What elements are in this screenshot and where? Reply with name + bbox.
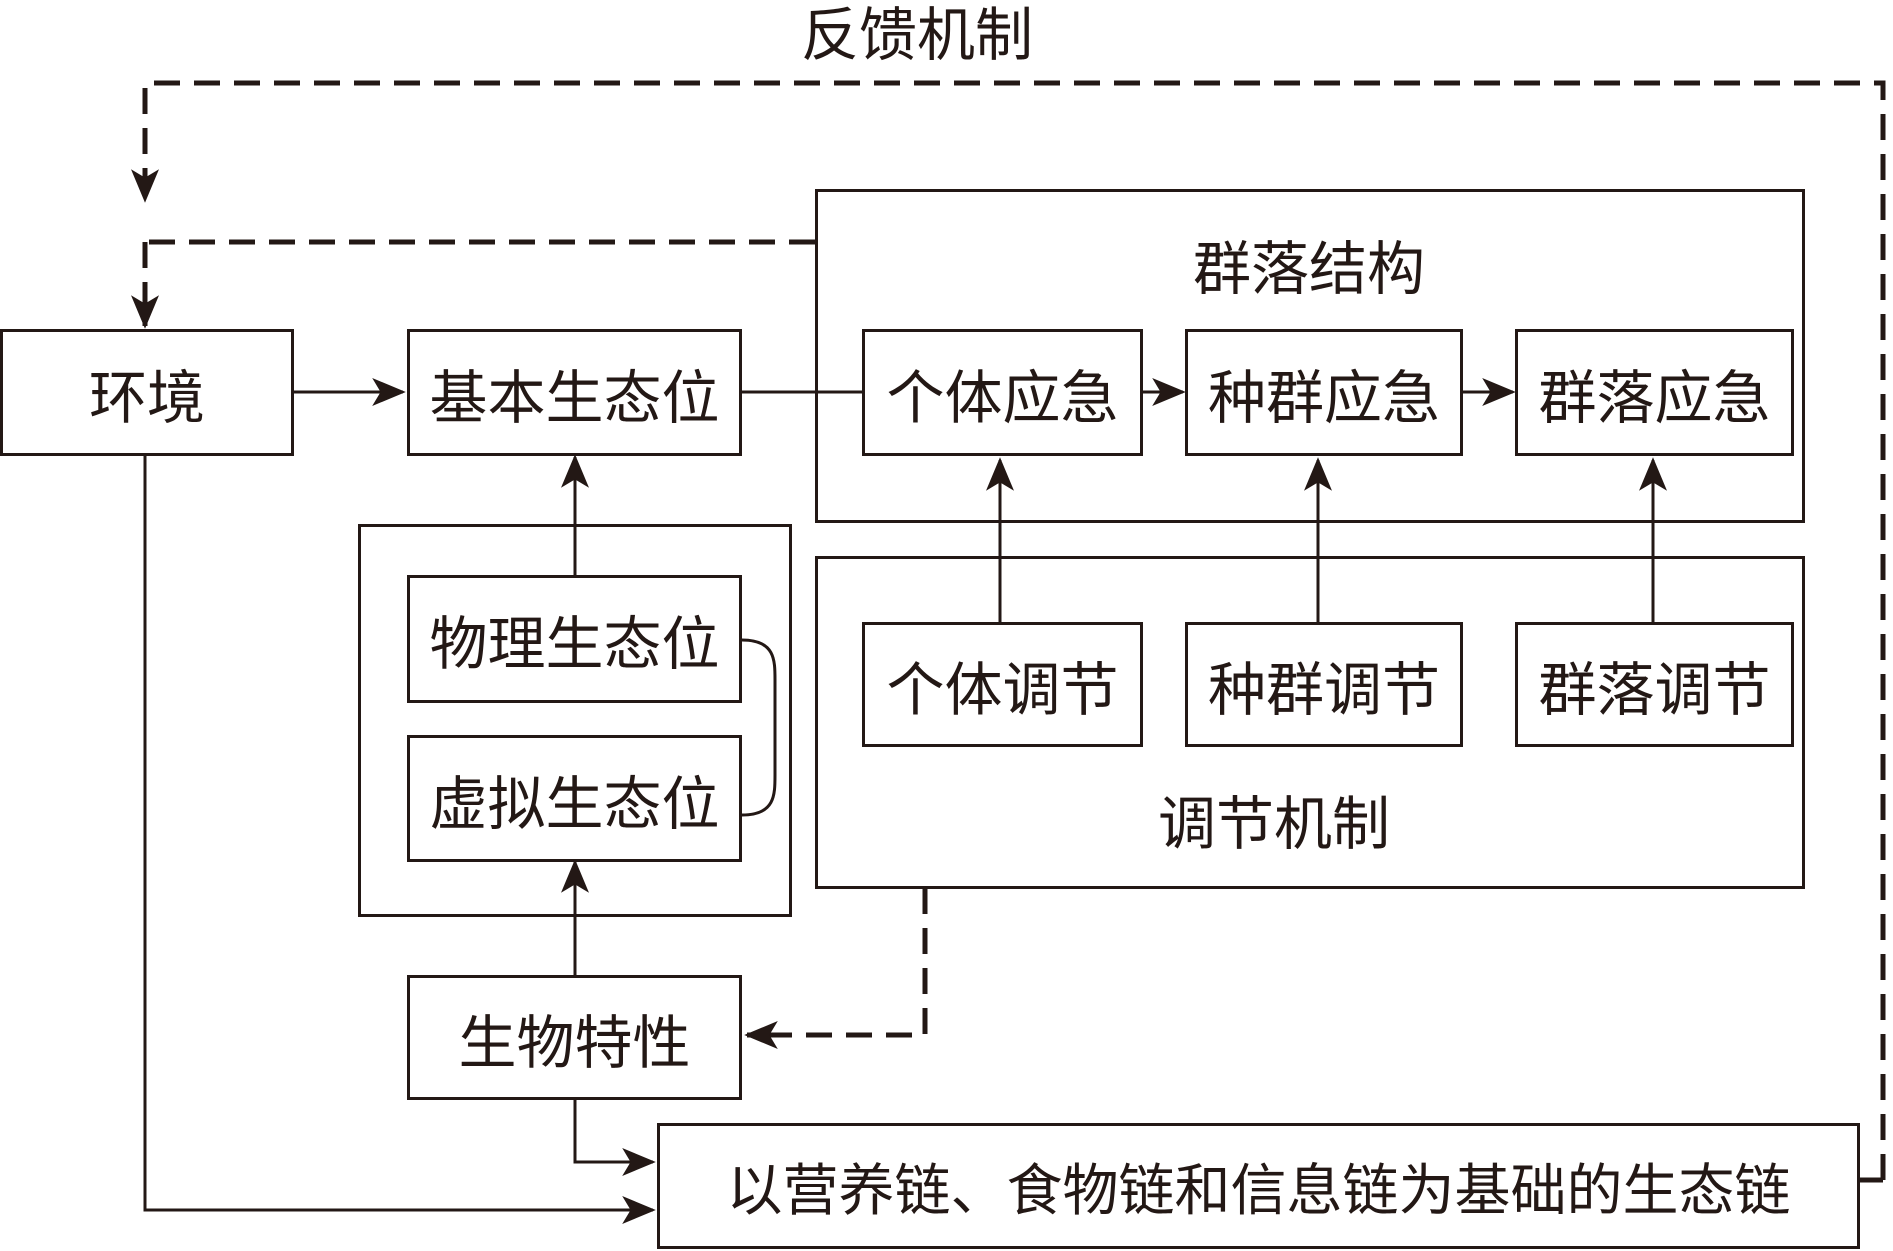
niche-group [358, 524, 792, 917]
physical-niche-node: 物理生态位 [407, 575, 742, 703]
environment-node: 环境 [0, 329, 294, 456]
feedback-loop-dashed [131, 80, 1886, 1180]
individual-emergency-node: 个体应急 [862, 329, 1143, 456]
ecological-chain-node: 以营养链、食物链和信息链为基础的生态链 [657, 1123, 1860, 1249]
niche-bracket [741, 638, 777, 817]
virtual-niche-node: 虚拟生态位 [407, 735, 742, 862]
feedback-mechanism-title: 反馈机制 [801, 1, 1034, 69]
population-regulation-node: 种群调节 [1185, 622, 1463, 747]
community-emergency-node: 群落应急 [1515, 329, 1794, 456]
individual-regulation-node: 个体调节 [862, 622, 1143, 747]
community-structure-group [815, 189, 1805, 523]
fundamental-niche-node: 基本生态位 [407, 329, 742, 456]
community-structure-label: 群落结构 [1193, 235, 1426, 303]
arrow-regulation-to-traits-dashed [744, 888, 928, 1049]
arrow-traits-to-ecological-chain [573, 1100, 656, 1176]
arrow-environment-to-ecological-chain [143, 456, 656, 1224]
biological-traits-node: 生物特性 [407, 975, 742, 1100]
population-emergency-node: 种群应急 [1185, 329, 1463, 456]
regulation-mechanism-label: 调节机制 [1158, 790, 1391, 858]
community-regulation-node: 群落调节 [1515, 622, 1794, 747]
regulation-mechanism-group [815, 556, 1805, 889]
